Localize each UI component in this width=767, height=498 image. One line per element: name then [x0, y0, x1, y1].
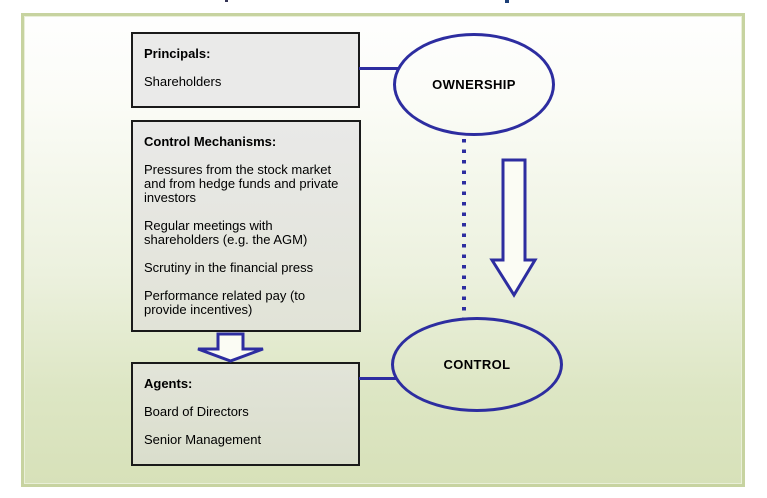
- principals-ownership-connector-line: [359, 67, 398, 70]
- control-node: CONTROL: [391, 317, 563, 412]
- ownership-node: OWNERSHIP: [393, 33, 555, 136]
- control-mechanisms-box-title: Control Mechanisms:: [144, 134, 277, 149]
- control-mechanisms-item: Regular meetings with shareholders (e.g.…: [144, 218, 308, 247]
- principals-box: Principals: Shareholders: [131, 32, 360, 108]
- control-mechanisms-item: Pressures from the stock market and from…: [144, 162, 339, 205]
- agents-box-title: Agents:: [144, 376, 193, 391]
- control-mechanisms-item: Scrutiny in the financial press: [144, 260, 314, 275]
- diagram-panel: [21, 13, 745, 487]
- principals-box-item: Shareholders: [144, 74, 222, 89]
- agents-box: Agents: Board of Directors Senior Manage…: [131, 362, 360, 466]
- agents-box-item: Senior Management: [144, 432, 262, 447]
- principals-box-title: Principals:: [144, 46, 211, 61]
- cropped-text-artifact: [225, 0, 228, 2]
- control-node-label: CONTROL: [443, 357, 511, 372]
- ownership-node-label: OWNERSHIP: [432, 77, 516, 92]
- control-mechanisms-item: Performance related pay (to provide ince…: [144, 288, 306, 317]
- down-arrow-ownership-to-control: [489, 158, 538, 298]
- agents-control-connector-line: [359, 377, 396, 380]
- agents-box-item: Board of Directors: [144, 404, 249, 419]
- control-mechanisms-box: Control Mechanisms: Pressures from the s…: [131, 120, 361, 332]
- down-arrow-mechanisms-to-agents: [197, 332, 264, 363]
- cropped-text-artifact: [505, 0, 509, 3]
- ownership-control-dotted-connector: [462, 139, 466, 319]
